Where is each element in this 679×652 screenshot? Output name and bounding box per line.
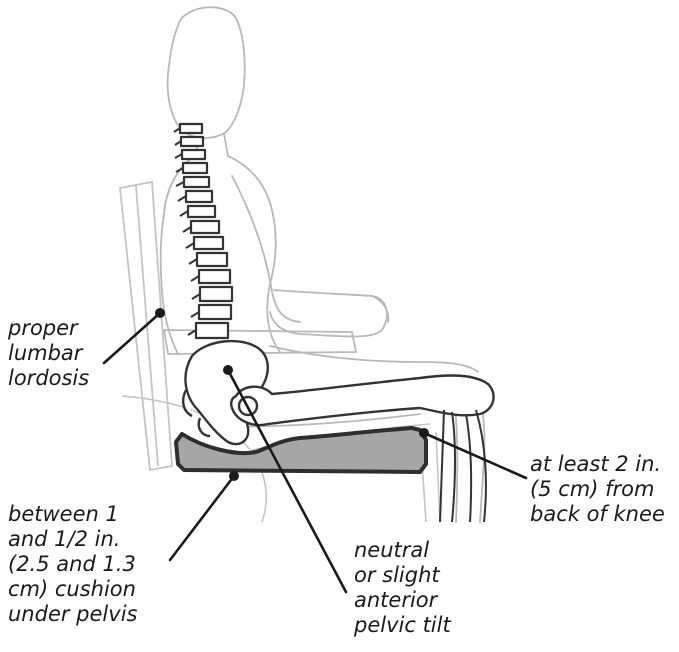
dot-tilt (223, 365, 233, 375)
label-line: at least 2 in. (530, 452, 665, 477)
label-pelvic-tilt: neutral or slight anterior pelvic tilt (354, 538, 451, 638)
label-cushion-height: between 1 and 1/2 in. (2.5 and 1.3 cm) c… (8, 502, 137, 627)
head-outline (168, 7, 245, 138)
label-line: neutral (354, 538, 451, 563)
label-line: proper (8, 316, 89, 341)
label-line: lordosis (8, 366, 89, 391)
dot-cushion (229, 471, 239, 481)
label-line: back of knee (530, 502, 665, 527)
label-knee-clearance: at least 2 in. (5 cm) from back of knee (530, 452, 665, 527)
leader-lumbar (104, 313, 160, 363)
spine-vertebrae (180, 124, 232, 338)
label-line: cm) cushion (8, 577, 137, 602)
leader-knee (424, 433, 526, 478)
tibia-bones (440, 410, 486, 522)
label-line: or slight (354, 563, 451, 588)
thigh-top-outline (270, 346, 478, 372)
femur-bone (231, 376, 493, 426)
label-line: between 1 (8, 502, 137, 527)
label-line: lumbar (8, 341, 89, 366)
forearm-outline (270, 290, 387, 337)
label-lumbar-lordosis: proper lumbar lordosis (8, 316, 89, 391)
label-line: (2.5 and 1.3 (8, 552, 137, 577)
seat-cushion (176, 428, 426, 472)
dot-lumbar (155, 308, 165, 318)
label-line: pelvic tilt (354, 613, 451, 638)
upper-arm-outline (232, 176, 300, 322)
label-line: and 1/2 in. (8, 527, 137, 552)
label-line: anterior (354, 588, 451, 613)
label-line: under pelvis (8, 602, 137, 627)
label-line: (5 cm) from (530, 477, 665, 502)
dot-knee (419, 428, 429, 438)
leader-cushion (170, 476, 234, 560)
abdomen-outline (267, 284, 280, 352)
